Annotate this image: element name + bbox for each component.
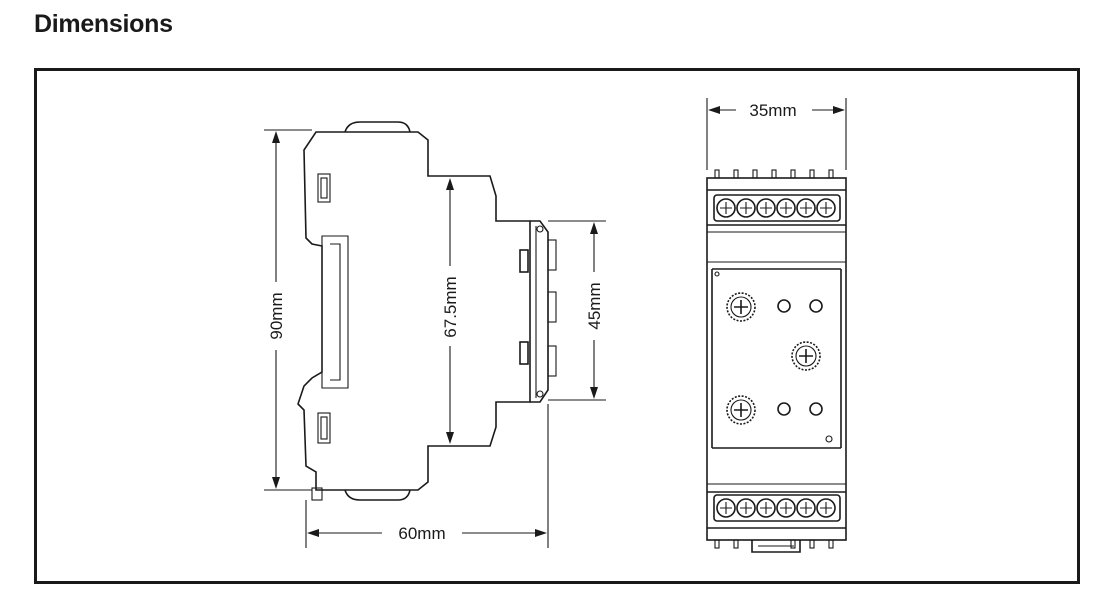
side-terminal bbox=[519, 249, 529, 273]
side-view: 90mm 67.5mm 45mm 60mm bbox=[264, 121, 606, 548]
side-terminal bbox=[547, 345, 557, 377]
dim-label-60mm: 60mm bbox=[398, 524, 445, 543]
front-panel-edge bbox=[530, 220, 549, 403]
corner-dot bbox=[825, 435, 833, 443]
pin bbox=[828, 169, 834, 179]
drawing-frame bbox=[34, 68, 1080, 584]
indicator-led bbox=[809, 402, 823, 416]
terminal-screw bbox=[796, 498, 816, 518]
terminal-screw bbox=[756, 498, 776, 518]
pin bbox=[714, 169, 720, 179]
side-slot-top bbox=[317, 173, 331, 203]
side-terminal bbox=[547, 239, 557, 271]
terminal-screw bbox=[736, 198, 756, 218]
indicator-led bbox=[809, 299, 823, 313]
bottom-pins bbox=[714, 539, 834, 549]
side-housing-outline bbox=[297, 131, 531, 491]
terminal-screw bbox=[756, 198, 776, 218]
dim-67-5mm: 67.5mm bbox=[441, 178, 460, 444]
pin bbox=[809, 169, 815, 179]
side-screw bbox=[536, 225, 544, 233]
side-terminal bbox=[547, 291, 557, 323]
din-clip-tab bbox=[751, 540, 801, 553]
side-slot-top-inner bbox=[320, 177, 328, 199]
terminal-screw bbox=[736, 498, 756, 518]
din-clip-inner bbox=[330, 243, 341, 381]
din-clip bbox=[321, 235, 349, 389]
adjustment-knob bbox=[791, 341, 821, 371]
terminal-screw bbox=[716, 498, 736, 518]
dim-label-90mm: 90mm bbox=[267, 292, 286, 339]
dim-45mm: 45mm bbox=[548, 220, 606, 401]
side-screw bbox=[536, 390, 544, 398]
terminal-screw bbox=[716, 198, 736, 218]
adjustment-knob bbox=[726, 292, 756, 322]
terminal-screw bbox=[816, 198, 836, 218]
terminal-screw bbox=[776, 498, 796, 518]
front-body bbox=[706, 177, 847, 541]
dim-label-67-5mm: 67.5mm bbox=[441, 276, 460, 337]
dim-35mm: 35mm bbox=[706, 98, 847, 170]
top-latch bbox=[344, 121, 411, 133]
dim-60mm: 60mm bbox=[305, 404, 549, 548]
bottom-latch bbox=[344, 489, 411, 501]
dim-label-35mm: 35mm bbox=[749, 101, 796, 120]
terminal-row-bottom bbox=[713, 494, 841, 522]
side-terminal bbox=[519, 341, 529, 365]
side-slot-bottom-inner bbox=[320, 416, 328, 440]
dim-90mm: 90mm bbox=[264, 129, 312, 491]
pin bbox=[790, 169, 796, 179]
top-pins bbox=[714, 169, 834, 179]
pin bbox=[752, 169, 758, 179]
terminal-row-top bbox=[713, 194, 841, 222]
pin bbox=[733, 169, 739, 179]
indicator-led bbox=[777, 402, 791, 416]
front-view: 35mm bbox=[706, 98, 847, 553]
side-terminals bbox=[519, 225, 557, 398]
terminal-screw bbox=[796, 198, 816, 218]
dim-label-45mm: 45mm bbox=[585, 282, 604, 329]
terminal-screw bbox=[776, 198, 796, 218]
side-foot bbox=[311, 487, 323, 501]
page-title: Dimensions bbox=[34, 10, 173, 38]
pin bbox=[771, 169, 777, 179]
indicator-led bbox=[777, 299, 791, 313]
adjustment-knob bbox=[726, 395, 756, 425]
side-slot-bottom bbox=[317, 412, 331, 444]
corner-dot bbox=[714, 271, 720, 277]
terminal-screw bbox=[816, 498, 836, 518]
